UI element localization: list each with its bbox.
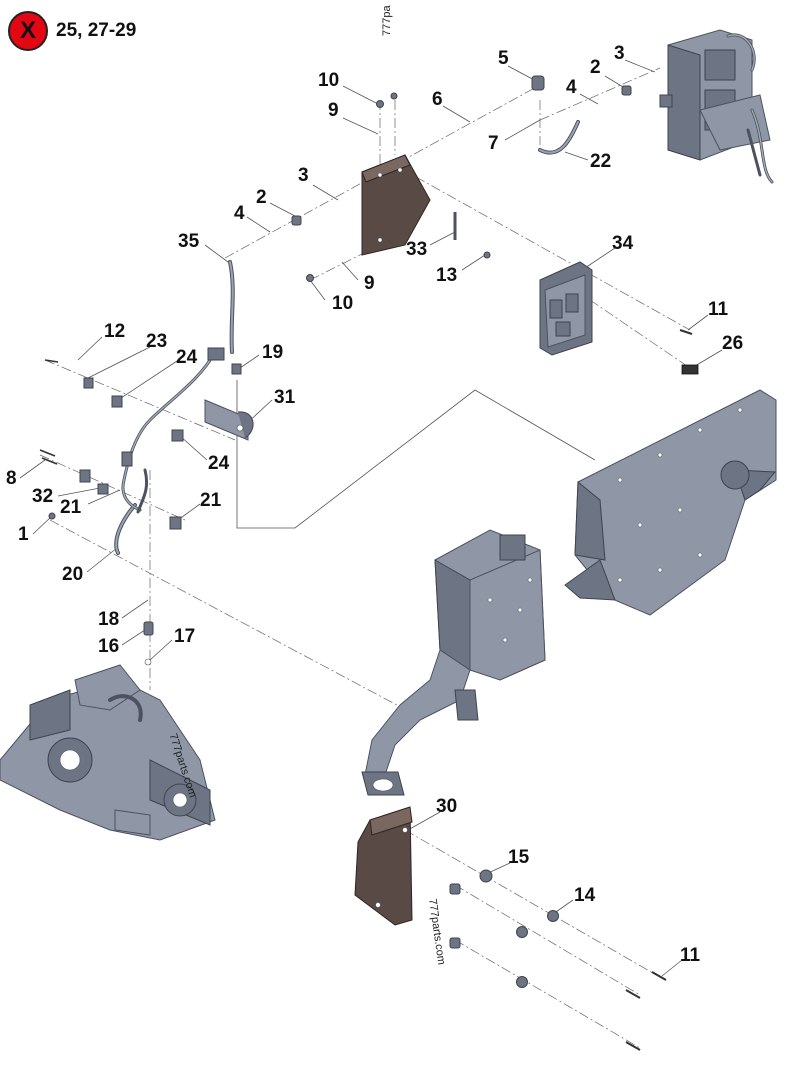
callout-6: 6 xyxy=(432,89,443,110)
callout-17: 17 xyxy=(174,626,196,647)
callout-15: 15 xyxy=(508,847,530,868)
callout-3: 3 xyxy=(298,165,309,186)
bracket xyxy=(204,399,254,441)
callout-2: 2 xyxy=(590,57,601,78)
callout-32: 32 xyxy=(32,486,54,507)
callout-14: 14 xyxy=(574,885,596,906)
callout-21: 21 xyxy=(200,490,222,511)
callout-20: 20 xyxy=(62,564,84,585)
small-hardware xyxy=(39,75,699,666)
engine xyxy=(0,664,216,841)
callout-24: 24 xyxy=(208,453,230,474)
callout-11: 11 xyxy=(708,299,729,320)
callout-21: 21 xyxy=(60,497,82,518)
control-module-assembly xyxy=(659,29,774,184)
watermark: 777pa xyxy=(381,5,393,36)
leader-lines xyxy=(19,59,723,977)
x-circle-icon: X xyxy=(8,11,48,51)
callout-7: 7 xyxy=(488,133,499,154)
x-glyph: X xyxy=(19,17,36,44)
callout-5: 5 xyxy=(498,48,509,69)
callout-24: 24 xyxy=(176,347,198,368)
callout-3: 3 xyxy=(614,43,625,64)
callout-9: 9 xyxy=(364,273,375,294)
exhaust-aftertreatment xyxy=(361,529,546,796)
callout-8: 8 xyxy=(6,468,17,489)
callout-16: 16 xyxy=(98,636,120,657)
callout-23: 23 xyxy=(146,331,168,352)
callout-11: 11 xyxy=(680,945,701,966)
hoses xyxy=(114,120,580,555)
callout-30: 30 xyxy=(436,796,458,817)
excluded-items-marker: X 25, 27-29 xyxy=(8,9,136,53)
callout-31: 31 xyxy=(274,387,296,408)
wiring-harness xyxy=(121,347,225,514)
callout-2: 2 xyxy=(256,187,267,208)
callout-18: 18 xyxy=(98,609,120,630)
callout-1: 1 xyxy=(18,524,29,545)
frame-rail xyxy=(564,389,777,616)
callout-4: 4 xyxy=(234,203,245,224)
bottom-bracket xyxy=(354,806,667,1051)
callout-34: 34 xyxy=(612,233,634,254)
callout-22: 22 xyxy=(590,151,612,172)
callout-26: 26 xyxy=(722,333,744,354)
callout-4: 4 xyxy=(566,77,577,98)
assembly-axes xyxy=(39,67,691,1049)
callout-10: 10 xyxy=(318,70,340,91)
excluded-items-text: 25, 27-29 xyxy=(56,20,137,41)
callout-12: 12 xyxy=(104,321,126,342)
electronic-module xyxy=(539,261,593,356)
callout-9: 9 xyxy=(328,100,339,121)
callout-19: 19 xyxy=(262,342,284,363)
callout-10: 10 xyxy=(332,293,354,314)
callout-13: 13 xyxy=(436,265,458,286)
callout-35: 35 xyxy=(178,231,200,252)
mounting-plate xyxy=(361,154,431,256)
callout-33: 33 xyxy=(406,239,428,260)
